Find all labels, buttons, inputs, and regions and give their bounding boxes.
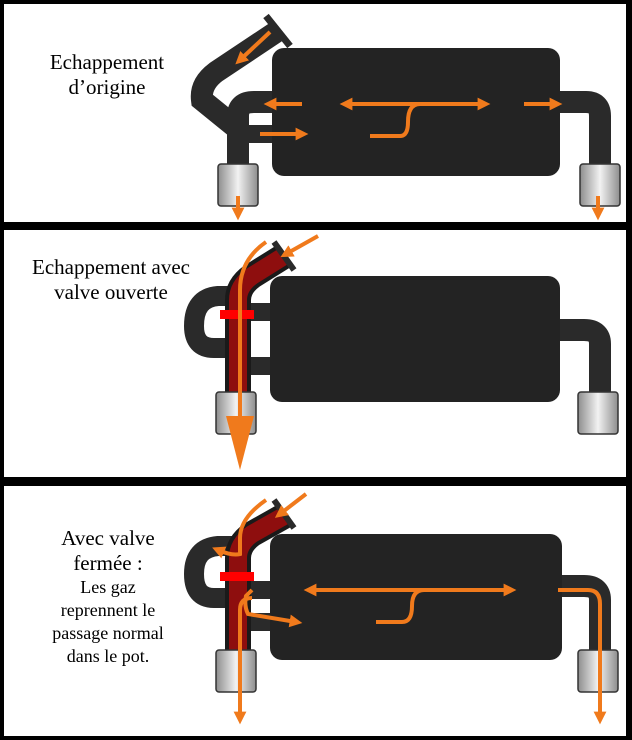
muffler bbox=[270, 276, 560, 402]
caption-line-2: valve ouverte bbox=[54, 280, 168, 304]
flow-arrows bbox=[238, 234, 319, 420]
right-pipe bbox=[560, 91, 611, 169]
bypass-loop bbox=[183, 536, 240, 608]
right-pipe bbox=[560, 319, 611, 400]
stock-exhaust-diagram bbox=[190, 13, 621, 221]
caption-valve-closed: Avec valve fermée : Les gaz reprennent l… bbox=[28, 526, 188, 668]
muffler bbox=[270, 534, 562, 660]
caption-detail: Les gaz reprennent le passage normal dan… bbox=[28, 576, 188, 668]
detail-line-2: reprennent le bbox=[60, 600, 156, 620]
valve bbox=[220, 572, 254, 581]
inlet-pipe bbox=[190, 22, 283, 135]
exit-arrow bbox=[226, 416, 254, 470]
caption-stock-exhaust: Echappement d’origine bbox=[22, 50, 192, 100]
inlet-flange bbox=[263, 13, 293, 49]
caption-valve-open: Echappement avec valve ouverte bbox=[6, 255, 216, 305]
panel-valve-closed: Avec valve fermée : Les gaz reprennent l… bbox=[4, 486, 626, 736]
valve-open-diagram bbox=[183, 234, 619, 470]
right-tip bbox=[577, 391, 619, 435]
detail-line-1: Les gaz bbox=[80, 577, 136, 597]
caption-line-1: Echappement avec bbox=[32, 255, 190, 279]
valve bbox=[220, 310, 254, 319]
valve-closed-diagram bbox=[183, 492, 619, 725]
flow-arrows bbox=[212, 492, 607, 725]
caption-line-2: fermée : bbox=[73, 551, 143, 575]
caption-line-1: Echappement bbox=[49, 50, 165, 74]
detail-line-4: dans le pot. bbox=[66, 646, 150, 666]
panel-stock-exhaust: Echappement d’origine bbox=[4, 4, 626, 222]
caption-line-1: Avec valve bbox=[61, 526, 155, 550]
flow-arrows bbox=[231, 30, 605, 221]
left-tip bbox=[215, 649, 257, 693]
left-pipe bbox=[227, 91, 278, 169]
panel-valve-open: Echappement avec valve ouverte bbox=[4, 230, 626, 477]
detail-line-3: passage normal bbox=[52, 623, 164, 643]
bypass-loop bbox=[183, 286, 240, 358]
caption-line-2: d’origine bbox=[68, 75, 146, 99]
muffler bbox=[272, 48, 560, 176]
